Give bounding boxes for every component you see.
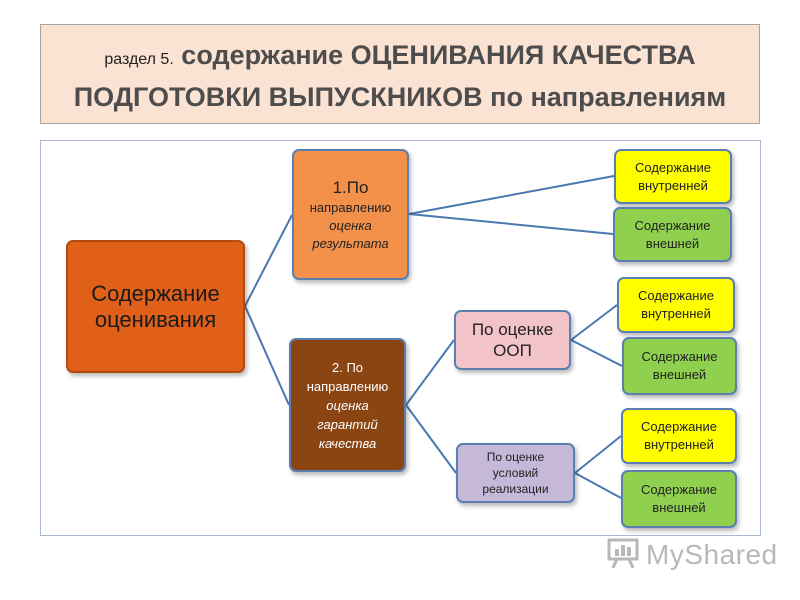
leaf-label-line1: Содержание [641, 419, 717, 434]
direction2-label-line2: направлению [306, 378, 389, 394]
root-label-line1: Содержание [91, 280, 220, 306]
slide-title-line2: ПОДГОТОВКИ ВЫПУСКНИКОВ по направлениям [73, 82, 727, 112]
direction1-label-line2: направлению [309, 199, 392, 215]
conditions-label-line1: По оценке [486, 450, 545, 464]
leaf-internal-3: Содержание внутренней [621, 408, 737, 464]
conditions-label-line2: условий [492, 466, 539, 480]
direction2-label-line4: гарантий [317, 416, 378, 432]
connector-dir1-leaf1 [408, 175, 615, 215]
connector-root-dir2 [244, 305, 290, 406]
conditions-node: По оценке условий реализации [456, 443, 575, 503]
conditions-label-line3: реализации [482, 482, 549, 496]
connector-conditions-leaf5 [574, 435, 622, 474]
slide-title-main: содержание ОЦЕНИВАНИЯ КАЧЕСТВА [181, 40, 696, 70]
oop-label-line2: ООП [493, 341, 532, 360]
connector-oop-leaf4 [570, 339, 623, 367]
leaf-label-line1: Содержание [641, 482, 717, 497]
connector-dir2-conditions [405, 404, 457, 474]
watermark-text: MyShared [646, 539, 778, 570]
leaf-label-line2: внешней [652, 367, 707, 382]
direction1-node: 1.По направлению оценка результата [292, 149, 409, 280]
watermark: MyShared [606, 538, 778, 572]
leaf-label-line2: внутренней [641, 306, 711, 321]
leaf-label-line1: Содержание [641, 349, 718, 364]
oop-node: По оценке ООП [454, 310, 571, 370]
direction2-label-line5: качества [318, 435, 377, 451]
slide-title-box: раздел 5. содержание ОЦЕНИВАНИЯ КАЧЕСТВА… [40, 24, 760, 124]
leaf-label-line2: внутренней [644, 437, 714, 452]
leaf-external-2: Содержание внешней [622, 337, 737, 395]
leaf-label-line2: внешней [645, 235, 700, 251]
connector-conditions-leaf6 [574, 472, 622, 499]
connector-dir1-leaf2 [408, 213, 614, 235]
connector-dir2-oop [405, 339, 455, 406]
leaf-internal-2: Содержание внутренней [617, 277, 735, 333]
leaf-label-line1: Содержание [634, 217, 711, 233]
direction1-label-line1: 1.По [332, 177, 369, 197]
oop-label-line1: По оценке [471, 320, 554, 339]
slide-title-line1: раздел 5. содержание ОЦЕНИВАНИЯ КАЧЕСТВА [41, 39, 759, 76]
direction2-label-line1: 2. По [331, 359, 364, 375]
leaf-label-line1: Содержание [638, 288, 714, 303]
connector-oop-leaf3 [570, 304, 618, 341]
section-label: раздел 5. [104, 51, 174, 68]
leaf-external-1: Содержание внешней [613, 207, 732, 262]
leaf-label-line1: Содержание [635, 159, 711, 175]
direction2-label-line3: оценка [326, 397, 369, 413]
direction1-label-line3: оценка [329, 217, 372, 233]
root-node: Содержание оценивания [66, 240, 245, 373]
connector-root-dir1 [244, 214, 293, 307]
direction2-node: 2. По направлению оценка гарантий качест… [289, 338, 406, 472]
direction1-label-line4: результата [312, 235, 389, 251]
presentation-board-icon [606, 537, 640, 574]
leaf-internal-1: Содержание внутренней [614, 149, 732, 204]
leaf-external-3: Содержание внешней [621, 470, 737, 528]
root-label-line2: оценивания [94, 306, 217, 332]
leaf-label-line2: внешней [652, 500, 706, 515]
leaf-label-line2: внутренней [638, 177, 708, 193]
